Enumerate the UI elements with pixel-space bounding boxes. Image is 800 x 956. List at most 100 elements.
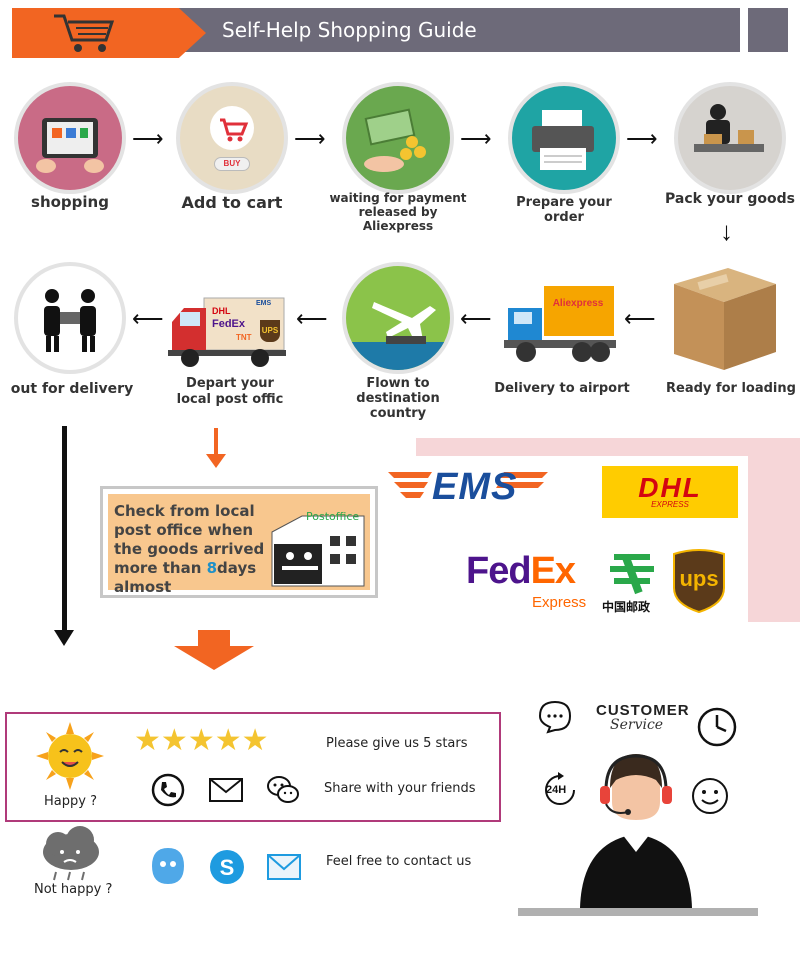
big-orange-arrow-stem — [198, 630, 230, 648]
clock-icon — [697, 707, 737, 747]
dhl-logo-subtext: EXPRESS — [651, 500, 689, 509]
check-line-5: almost — [114, 578, 172, 596]
step-label-flown: Flown to destination country — [356, 376, 440, 421]
phone-icon[interactable] — [150, 772, 186, 808]
postoffice-sign: Postoffice — [306, 510, 360, 523]
arrow-left-icon: ⟵ — [132, 306, 164, 331]
add-to-cart-step-circle — [176, 82, 288, 194]
five-star-rating: ★★★★★ — [134, 726, 269, 756]
step-label-waiting-payment: waiting for payment released by Aliexpre… — [329, 191, 467, 233]
star-icon: ★ — [214, 724, 242, 757]
step-label-shopping: shopping — [31, 193, 109, 211]
courier-handover-icon — [44, 289, 96, 352]
24h-icon — [545, 772, 575, 805]
header-end-block — [748, 8, 788, 52]
star-icon: ★ — [134, 724, 161, 757]
pack-goods-step-circle — [674, 82, 786, 194]
truck-brand-text: Aliexpress — [552, 298, 604, 309]
wechat-icon[interactable] — [266, 774, 300, 806]
ems-logo — [388, 472, 548, 498]
orange-arrow-line — [214, 428, 218, 456]
check-line-4-pre: more than — [114, 559, 207, 577]
sad-cloud-icon — [43, 826, 99, 881]
ems-logo-text: EMS — [432, 466, 518, 508]
check-line-4-post: days — [217, 559, 257, 577]
long-down-line — [62, 426, 67, 636]
printer-icon — [532, 110, 594, 170]
ems-van-logo: EMS — [256, 300, 272, 307]
customer-service-subtitle: Service — [610, 717, 664, 733]
dhl-logo-text: DHL — [638, 472, 702, 503]
shopping-cart-icon — [54, 14, 115, 52]
mail-contact-icon[interactable] — [266, 852, 302, 882]
prepare-order-step-circle — [508, 82, 620, 194]
24h-label: 24H — [546, 784, 567, 796]
big-orange-arrow-icon — [174, 646, 254, 670]
packing-worker-icon — [694, 104, 764, 152]
ups-van-logo: UPS — [260, 320, 280, 342]
step-label-delivery-airport: Delivery to airport — [494, 381, 630, 396]
arrow-right-icon: ⟶ — [626, 126, 658, 151]
arrow-right-icon: ⟶ — [132, 126, 164, 151]
star-icon: ★ — [160, 724, 188, 757]
fedex-express-text: Express — [532, 594, 587, 611]
happy-sun-icon — [36, 722, 104, 790]
email-icon[interactable] — [208, 776, 244, 804]
step-label-depart-post: Depart your local post offic — [176, 376, 284, 407]
arrow-right-icon: ⟶ — [460, 126, 492, 151]
fedex-ex-text: Ex — [530, 550, 576, 592]
skype-icon[interactable]: S — [208, 848, 246, 886]
step-label-pack-goods: Pack your goods — [665, 191, 795, 207]
header-band — [170, 8, 740, 52]
speech-bubble-icon — [538, 700, 572, 734]
step-label-out-for-delivery: out for delivery — [10, 381, 134, 397]
flight-step-circle — [342, 262, 454, 374]
five-stars-text: Please give us 5 stars — [326, 736, 468, 751]
check-line-2: post office when — [114, 521, 254, 539]
check-line-3: the goods arrived — [114, 540, 265, 558]
shopping-step-circle — [14, 82, 126, 194]
check-post-office-text: Check from local post office when the go… — [114, 502, 264, 597]
tablet-icon — [36, 118, 104, 173]
out-for-delivery-step-circle — [14, 262, 126, 374]
check-post-office-box: Check from local post office when the go… — [100, 486, 378, 598]
check-post-office-inner: Check from local post office when the go… — [108, 494, 370, 596]
cart-icon — [210, 106, 254, 150]
check-line-4: more than 8days — [114, 559, 264, 578]
arrow-left-icon: ⟵ — [460, 306, 492, 331]
step-label-ready-loading: Ready for loading — [666, 381, 796, 396]
orange-arrow-down-icon — [206, 454, 226, 468]
dhl-van-logo: DHL — [212, 306, 231, 316]
arrow-left-icon: ⟵ — [296, 306, 328, 331]
money-icon — [364, 108, 426, 172]
share-text: Share with your friends — [324, 781, 476, 796]
not-happy-label: Not happy ? — [34, 882, 113, 897]
airplane-icon — [346, 302, 450, 370]
tnt-van-logo: TNT — [236, 333, 252, 342]
ups-logo-shield — [673, 549, 725, 614]
check-line-4-days-number: 8 — [206, 559, 218, 577]
service-desk — [518, 908, 758, 916]
contact-text: Feel free to contact us — [326, 854, 472, 869]
chat-bubble-icon[interactable] — [150, 846, 186, 886]
check-line-1: Check from local — [114, 502, 255, 520]
china-post-logo-icon — [610, 553, 654, 595]
truck-icon — [504, 286, 616, 362]
fedex-van-logo: FedEx — [212, 318, 246, 330]
smiley-icon — [692, 778, 728, 814]
arrow-left-icon: ⟵ — [624, 306, 656, 331]
step-label-add-to-cart: Add to cart — [181, 193, 283, 212]
page-title: Self-Help Shopping Guide — [222, 18, 477, 42]
arrow-right-icon: ⟶ — [294, 126, 326, 151]
ups-logo-text: ups — [679, 566, 719, 591]
fedex-fed-text: Fed — [466, 550, 532, 592]
customer-service-agent-icon — [580, 754, 692, 908]
post-office-building-icon — [271, 515, 365, 587]
payment-step-circle — [342, 82, 454, 194]
dhl-logo: DHL EXPRESS — [602, 466, 738, 518]
svg-text:S: S — [220, 855, 235, 880]
china-post-text: 中国邮政 — [602, 600, 651, 614]
happy-label: Happy ? — [44, 794, 97, 809]
arrow-down-icon: ↓ — [720, 216, 733, 246]
arrow-down-icon — [54, 630, 74, 646]
